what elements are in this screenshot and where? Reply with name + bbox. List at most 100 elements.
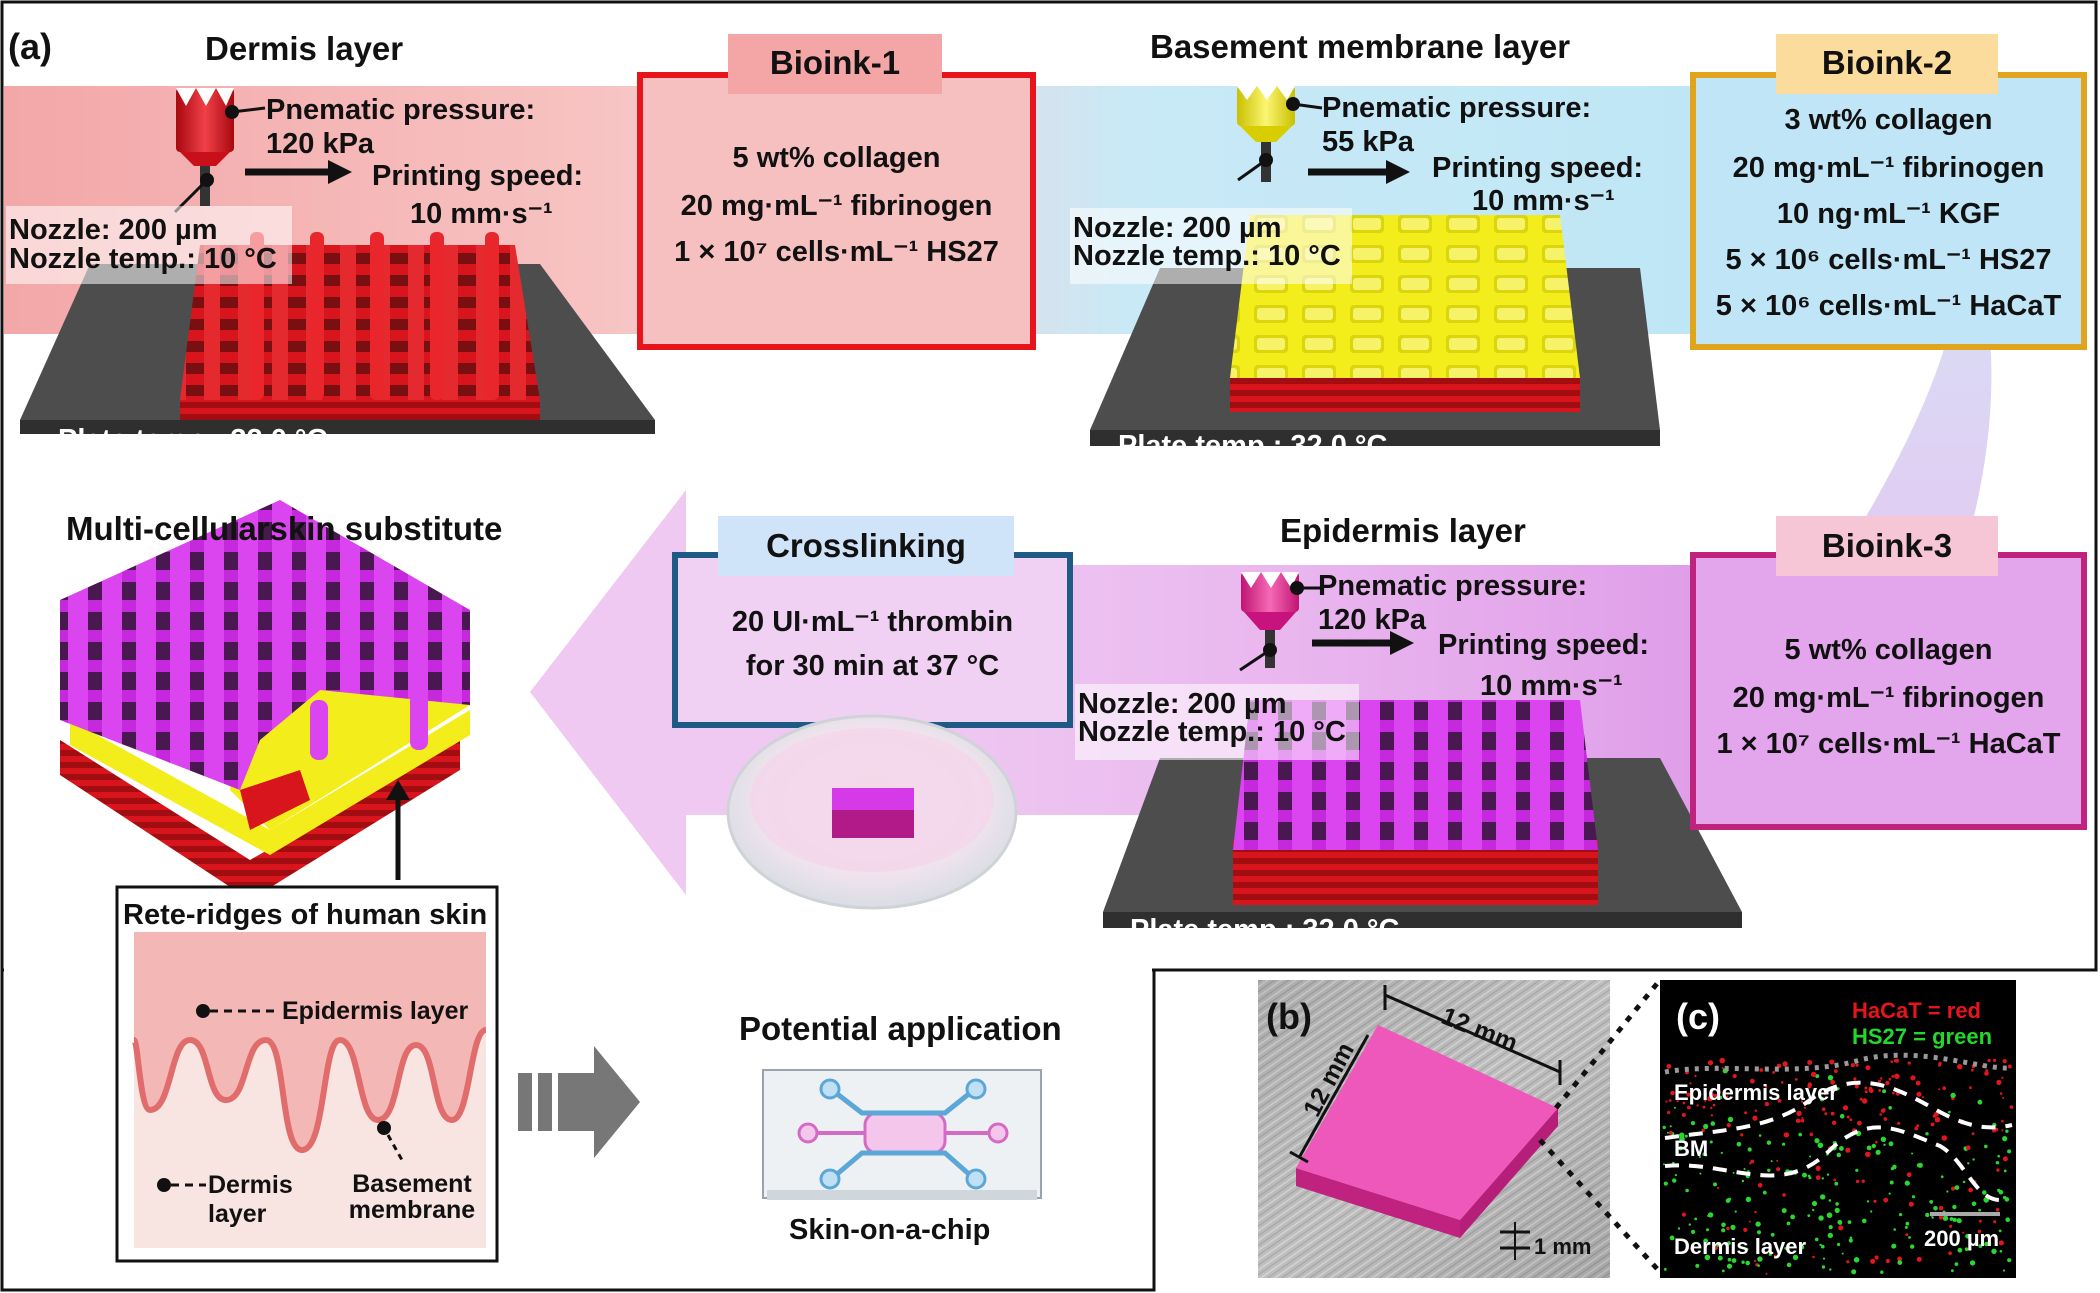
hacat-cell-dot: [1830, 1111, 1835, 1116]
hs27-cell-dot: [1875, 1149, 1881, 1155]
hacat-cell-dot: [2001, 1119, 2004, 1123]
bioink2-box: [1690, 34, 2087, 350]
hacat-cell-dot: [1849, 1118, 1853, 1122]
hs27-cell-dot: [1871, 1143, 1877, 1149]
basement-plate-temp: Plate temp.: 32.0 °C: [1118, 430, 1388, 462]
hacat-cell-dot: [1776, 1159, 1779, 1162]
hs27-cell-dot: [2007, 1149, 2012, 1154]
hacat-cell-dot: [1987, 1058, 1991, 1063]
hs27-cell-dot: [1673, 1106, 1676, 1109]
hacat-cell-dot: [1957, 1064, 1963, 1070]
hs27-cell-dot: [1706, 1228, 1709, 1232]
hs27-cell-dot: [1828, 1225, 1833, 1230]
epidermis-plate-temp: Plate temp.: 32.0 °C: [1130, 914, 1400, 946]
hacat-cell-dot: [1859, 1097, 1863, 1101]
hs27-cell-dot: [1814, 1237, 1819, 1242]
hacat-cell-dot: [1905, 1233, 1909, 1237]
hs27-cell-dot: [1713, 1182, 1717, 1187]
hacat-cell-dot: [1996, 1168, 2000, 1172]
dermis-top-strand-4: [430, 232, 444, 400]
substitute-strand-a: [310, 700, 328, 760]
hs27-cell-dot: [1691, 1229, 1696, 1234]
hs27-cell-dot: [1758, 1134, 1762, 1137]
hs27-cell-dot: [1677, 1227, 1681, 1230]
hs27-cell-dot: [1962, 1180, 1966, 1184]
hs27-cell-dot: [1690, 1121, 1696, 1126]
substitute-strand-b: [410, 690, 428, 750]
rete-title: Rete-ridges of human skin: [123, 899, 488, 931]
hs27-cell-dot: [1747, 1147, 1752, 1152]
hs27-cell-dot: [1888, 1141, 1894, 1147]
hacat-cell-dot: [1783, 1132, 1790, 1138]
hs27-cell-dot: [1672, 1178, 1677, 1183]
hacat-cell-dot: [1878, 1089, 1881, 1092]
hs27-cell-dot: [1745, 1247, 1749, 1251]
hs27-cell-dot: [1669, 1125, 1672, 1128]
hacat-cell-dot: [1938, 1088, 1941, 1091]
rete-basement-label-1: Basement: [352, 1170, 472, 1198]
hs27-cell-dot: [2003, 1195, 2007, 1200]
hacat-cell-dot: [1807, 1060, 1813, 1065]
hs27-cell-dot: [1853, 1257, 1860, 1263]
hs27-cell-dot: [1893, 1228, 1896, 1231]
hacat-cell-dot: [1744, 1111, 1748, 1115]
hs27-cell-dot: [1767, 1168, 1771, 1173]
hs27-cell-dot: [1730, 1224, 1736, 1230]
hs27-cell-dot: [1998, 1229, 2002, 1233]
hs27-cell-dot: [1826, 1212, 1833, 1218]
hacat-cell-dot: [1795, 1118, 1801, 1124]
hacat-cell-dot: [1971, 1132, 1975, 1136]
hs27-cell-dot: [1933, 1206, 1938, 1211]
hs27-cell-dot: [1978, 1244, 1983, 1248]
hs27-cell-dot: [1828, 1199, 1832, 1202]
hacat-cell-dot: [1865, 1151, 1871, 1158]
bioink1-title: Bioink-1: [769, 44, 901, 81]
hacat-cell-dot: [1891, 1075, 1895, 1078]
hs27-cell-dot: [1766, 1140, 1772, 1145]
hacat-cell-dot: [1782, 1193, 1786, 1197]
hacat-cell-dot: [1908, 1201, 1914, 1207]
hacat-cell-dot: [1942, 1086, 1946, 1090]
epidermis-nozzle-label-bg: [1075, 684, 1359, 760]
hs27-cell-dot: [1835, 1202, 1839, 1206]
hs27-cell-dot: [1882, 1089, 1887, 1094]
hs27-cell-dot: [1821, 1244, 1825, 1249]
hs27-cell-dot: [1841, 1252, 1844, 1255]
hacat-cell-dot: [1781, 1081, 1784, 1084]
hacat-cell-dot: [2002, 1097, 2005, 1099]
epidermis-speed-value: 10 mm·s⁻¹: [1480, 670, 1623, 702]
bioink2-line-5: 5 × 10⁶ cells·mL⁻¹ HaCaT: [1715, 290, 2062, 322]
panel-c-legend-red: HaCaT = red: [1852, 998, 1981, 1023]
hacat-cell-dot: [1681, 1113, 1686, 1117]
hacat-cell-dot: [1979, 1219, 1982, 1223]
crosslinking-box: [672, 516, 1073, 728]
hs27-cell-dot: [1727, 1257, 1732, 1262]
hs27-cell-dot: [1695, 1263, 1700, 1268]
hacat-cell-dot: [1717, 1186, 1720, 1190]
substitute-pointer-head: [386, 780, 410, 800]
hacat-cell-dot: [1754, 1210, 1757, 1214]
hacat-cell-dot: [1833, 1178, 1837, 1182]
dermis-speed-value: 10 mm·s⁻¹: [410, 198, 553, 230]
basement-speed-value: 10 mm·s⁻¹: [1472, 185, 1615, 217]
hacat-cell-dot: [1726, 1226, 1730, 1231]
hacat-cell-dot: [1721, 1067, 1724, 1069]
hacat-cell-dot: [1707, 1096, 1713, 1102]
hacat-cell-dot: [1726, 1123, 1731, 1128]
hacat-cell-dot: [1977, 1229, 1982, 1234]
hacat-cell-dot: [1757, 1097, 1761, 1101]
hacat-cell-dot: [1910, 1075, 1916, 1081]
hs27-cell-dot: [1950, 1092, 1956, 1099]
hs27-cell-dot: [1999, 1249, 2003, 1253]
dermis-nozzle-icon: [173, 88, 266, 214]
hacat-cell-dot: [1750, 1159, 1755, 1164]
dermis-direction-arrow: [245, 160, 352, 184]
hs27-cell-dot: [1834, 1207, 1840, 1213]
hacat-cell-dot: [1815, 1165, 1821, 1171]
hs27-cell-dot: [1847, 1220, 1852, 1224]
hs27-cell-dot: [1678, 1132, 1685, 1139]
hs27-cell-dot: [1821, 1177, 1825, 1180]
hs27-cell-dot: [1836, 1087, 1840, 1090]
